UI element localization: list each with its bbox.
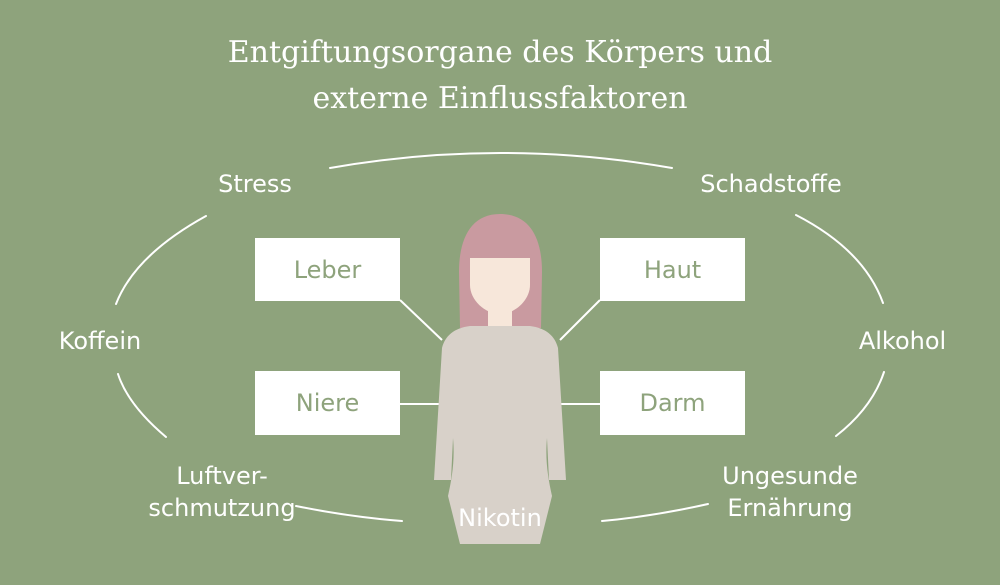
arc-lower-left [117, 373, 167, 438]
factor-alkohol: Alkohol [858, 327, 947, 355]
factor-koffein: Koffein [58, 327, 142, 355]
organ-box-niere: Niere [255, 371, 400, 435]
arc-bottom-left [295, 505, 403, 522]
factor-ernaehrung-line-1: Ungesunde [722, 462, 858, 490]
connector-leber [399, 299, 443, 341]
title-line-1: Entgiftungsorgane des Körpers und [227, 35, 773, 70]
factor-luftverschmutzung: Luftver- schmutzung [122, 460, 322, 524]
title-line-2: externe Einflussfaktoren [312, 81, 688, 116]
organ-label-haut: Haut [643, 255, 702, 284]
face [470, 258, 530, 314]
organ-box-leber: Leber [255, 238, 400, 301]
torso [434, 326, 566, 544]
organ-label-darm: Darm [639, 389, 706, 417]
arc-upper-left [115, 215, 207, 305]
organ-box-haut: Haut [600, 238, 745, 301]
factor-schadstoffe: Schadstoffe [700, 170, 842, 198]
connector-haut [559, 299, 601, 341]
factor-luftverschmutzung-line-1: Luftver- [176, 462, 268, 490]
factor-ernaehrung-line-2: Ernährung [727, 494, 853, 522]
organ-label-leber: Leber [293, 255, 362, 284]
organ-label-niere: Niere [295, 389, 360, 417]
woman-figure [434, 214, 566, 544]
organ-box-darm: Darm [600, 371, 745, 435]
arc-top [329, 152, 673, 169]
diagram-title: Entgiftungsorgane des Körpers und extern… [0, 30, 1000, 122]
arc-bottom-right [601, 503, 709, 522]
factor-luftverschmutzung-line-2: schmutzung [148, 494, 296, 522]
factor-nikotin: Nikotin [458, 504, 542, 532]
arc-lower-right [835, 371, 885, 437]
arc-upper-right [795, 214, 884, 304]
factor-ungesunde-ernaehrung: Ungesunde Ernährung [690, 460, 890, 524]
factor-stress: Stress [218, 170, 292, 198]
